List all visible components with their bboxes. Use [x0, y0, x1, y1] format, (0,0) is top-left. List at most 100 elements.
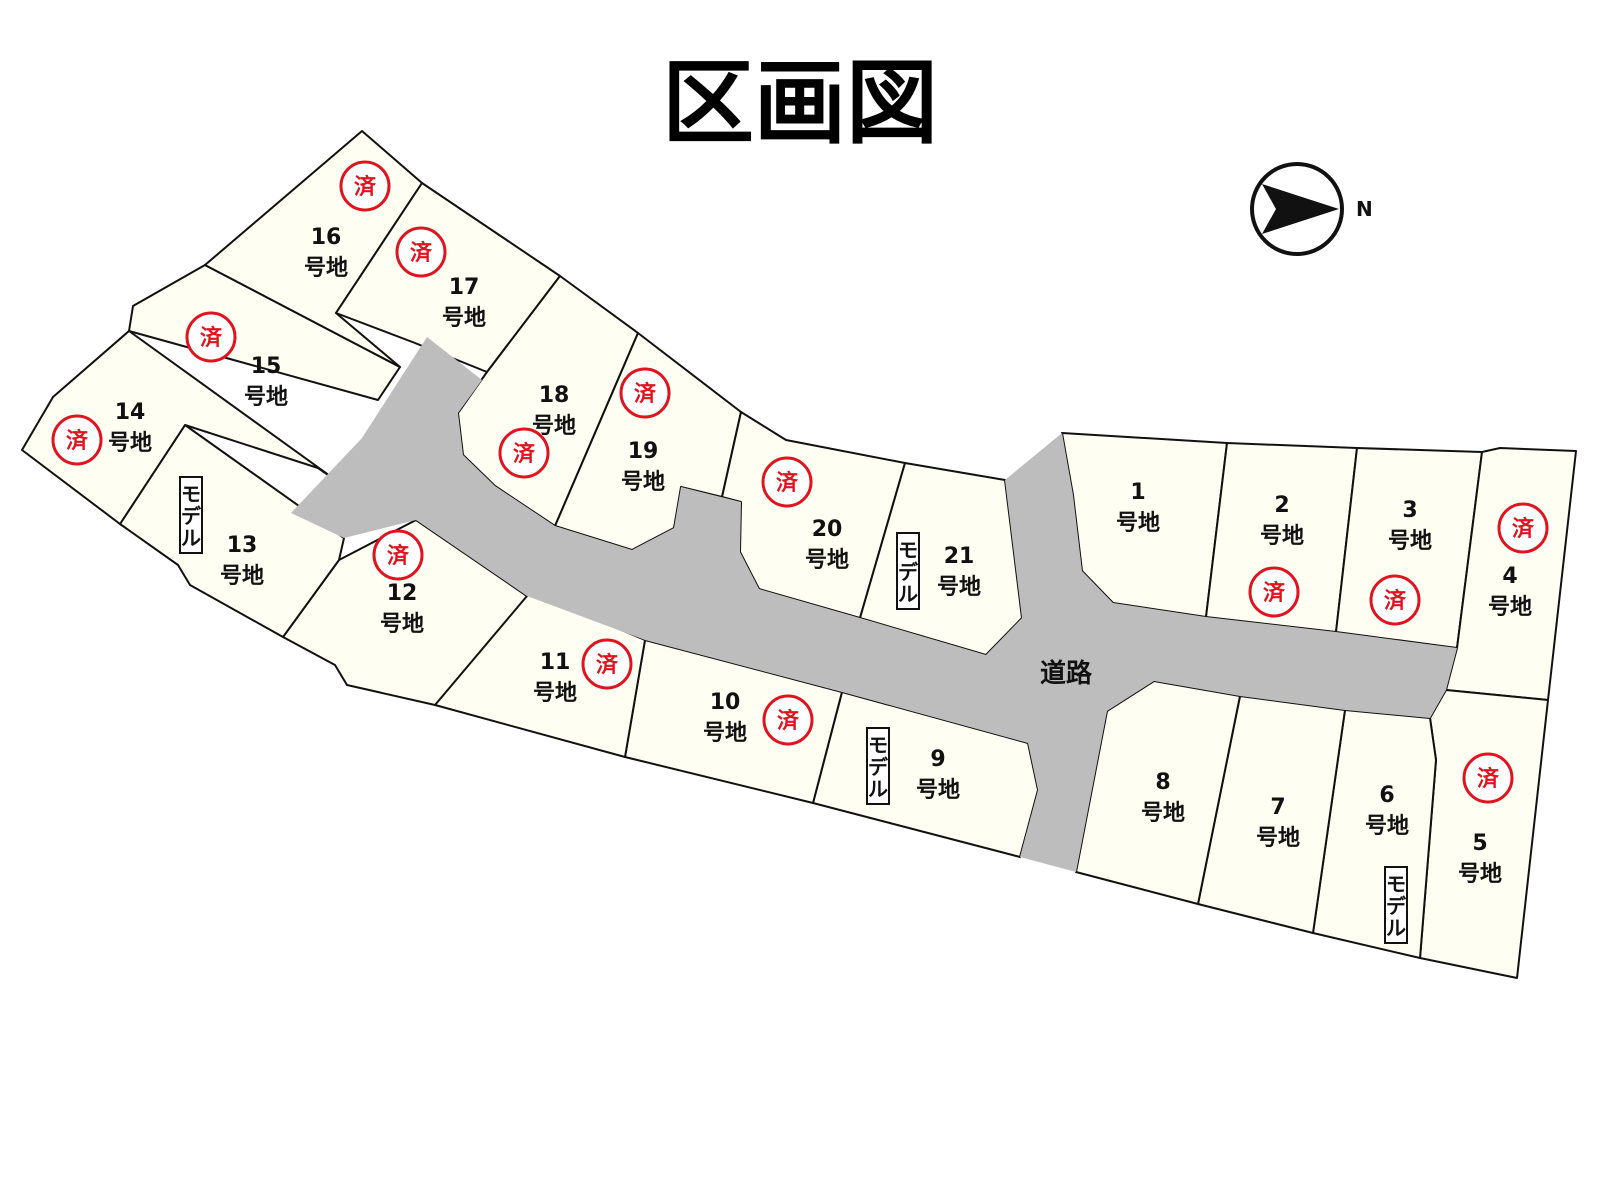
lot-16-sold-stamp: 済 — [339, 160, 391, 212]
model-badge-char: モ — [181, 482, 201, 506]
labels-layer: 道路1号地2号地済3号地済4号地済5号地済6号地モデル7号地8号地9号地モデル1… — [51, 160, 1549, 944]
lot-18-number: 18 — [539, 383, 570, 408]
lot-3-sold-stamp: 済 — [1369, 574, 1421, 626]
sold-stamp-ring — [498, 427, 550, 479]
sold-stamp-ring — [619, 367, 671, 419]
model-badge-char: デ — [181, 504, 202, 528]
lot-16-number: 16 — [311, 225, 342, 250]
north-arrow-icon — [1262, 184, 1339, 234]
lot-6-model-badge: モデル — [1384, 866, 1408, 944]
lot-11-suffix: 号地 — [533, 681, 577, 706]
sold-stamp-text: 済 — [634, 381, 657, 407]
sold-stamp-text: 済 — [1384, 588, 1407, 614]
lot-15-suffix: 号地 — [244, 385, 288, 410]
sold-stamp-ring — [185, 311, 237, 363]
compass: N — [1250, 162, 1373, 256]
lot-13-model-badge: モデル — [179, 476, 203, 554]
lot-2-sold-stamp: 済 — [1248, 566, 1300, 618]
lot-6-number: 6 — [1379, 783, 1394, 808]
lot-20-number: 20 — [812, 517, 843, 542]
model-badge-char: ル — [181, 526, 201, 550]
lot-13[interactable] — [119, 424, 345, 638]
lot-13-boundary[interactable] — [119, 424, 345, 638]
model-badge-box — [866, 727, 890, 805]
model-badge-char: モ — [898, 538, 918, 562]
model-badge-char: デ — [868, 755, 889, 779]
model-badge-char: デ — [898, 560, 919, 584]
lot-14-suffix: 号地 — [108, 431, 152, 456]
lot-17-number: 17 — [449, 275, 480, 300]
lot-17-sold-stamp: 済 — [395, 226, 447, 278]
lot-12-number: 12 — [387, 581, 418, 606]
lot-4-sold-stamp: 済 — [1497, 502, 1549, 554]
sold-stamp-text: 済 — [410, 240, 433, 266]
sold-stamp-text: 済 — [66, 428, 89, 454]
sold-stamp-ring — [761, 456, 813, 508]
lot-1-suffix: 号地 — [1116, 511, 1160, 536]
model-badge-char: デ — [1386, 894, 1407, 918]
lot-19-sold-stamp: 済 — [619, 367, 671, 419]
lot-16-suffix: 号地 — [304, 256, 348, 281]
model-badge-char: モ — [1386, 872, 1406, 896]
lot-21-suffix: 号地 — [937, 575, 981, 600]
model-badge-char: ル — [868, 777, 888, 801]
sold-stamp-text: 済 — [1512, 516, 1535, 542]
sold-stamp-text: 済 — [387, 543, 410, 569]
sold-stamp-text: 済 — [1263, 580, 1286, 606]
lot-7-suffix: 号地 — [1256, 826, 1300, 851]
road-area — [291, 337, 1457, 872]
lot-19-suffix: 号地 — [621, 470, 665, 495]
sold-stamp-text: 済 — [776, 470, 799, 496]
lot-12-boundary[interactable] — [282, 519, 528, 706]
lot-11-number: 11 — [540, 650, 571, 675]
sold-stamp-ring — [1369, 574, 1421, 626]
lot-14[interactable] — [21, 330, 345, 525]
lot-15-boundary[interactable] — [128, 264, 401, 401]
sold-stamp-text: 済 — [596, 652, 619, 678]
sold-stamp-text: 済 — [200, 325, 223, 351]
lot-12-sold-stamp: 済 — [372, 529, 424, 581]
lot-8-boundary[interactable] — [1075, 680, 1241, 905]
lot-20-sold-stamp: 済 — [761, 456, 813, 508]
lot-3-number: 3 — [1402, 498, 1417, 523]
sold-stamp-ring — [762, 694, 814, 746]
model-badge-box — [1384, 866, 1408, 944]
sold-stamp-text: 済 — [777, 708, 800, 734]
lot-15-number: 15 — [251, 354, 282, 379]
model-badge-box — [896, 532, 920, 610]
page-title: 区画図 — [662, 50, 938, 157]
lot-9-model-badge: モデル — [866, 727, 890, 805]
lot-15-sold-stamp: 済 — [185, 311, 237, 363]
lot-19-number: 19 — [628, 439, 659, 464]
lot-4-suffix: 号地 — [1488, 595, 1532, 620]
lot-18-sold-stamp: 済 — [498, 427, 550, 479]
lot-21-number: 21 — [944, 544, 975, 569]
sold-stamp-ring — [1497, 502, 1549, 554]
lot-11-sold-stamp: 済 — [581, 638, 633, 690]
sold-stamp-text: 済 — [1477, 766, 1500, 792]
lot-8-suffix: 号地 — [1141, 801, 1185, 826]
lot-12[interactable] — [282, 519, 528, 706]
road-label: 道路 — [1040, 658, 1093, 689]
sold-stamp-ring — [1248, 566, 1300, 618]
model-badge-char: ル — [898, 582, 918, 606]
sold-stamp-ring — [372, 529, 424, 581]
sold-stamp-ring — [339, 160, 391, 212]
lot-4-number: 4 — [1502, 564, 1517, 589]
lot-3-suffix: 号地 — [1388, 529, 1432, 554]
lot-5-sold-stamp: 済 — [1462, 752, 1514, 804]
lot-14-boundary[interactable] — [21, 330, 345, 525]
lot-10-sold-stamp: 済 — [762, 694, 814, 746]
lot-8-number: 8 — [1155, 770, 1170, 795]
lot-20-suffix: 号地 — [805, 548, 849, 573]
sold-stamp-text: 済 — [513, 441, 536, 467]
lot-1-number: 1 — [1130, 480, 1145, 505]
sold-stamp-ring — [581, 638, 633, 690]
model-badge-char: モ — [868, 733, 888, 757]
lot-8[interactable] — [1075, 680, 1241, 905]
lot-15[interactable] — [128, 264, 401, 401]
lot-6-suffix: 号地 — [1365, 814, 1409, 839]
road-layer — [291, 337, 1457, 872]
lot-5-number: 5 — [1472, 831, 1487, 856]
